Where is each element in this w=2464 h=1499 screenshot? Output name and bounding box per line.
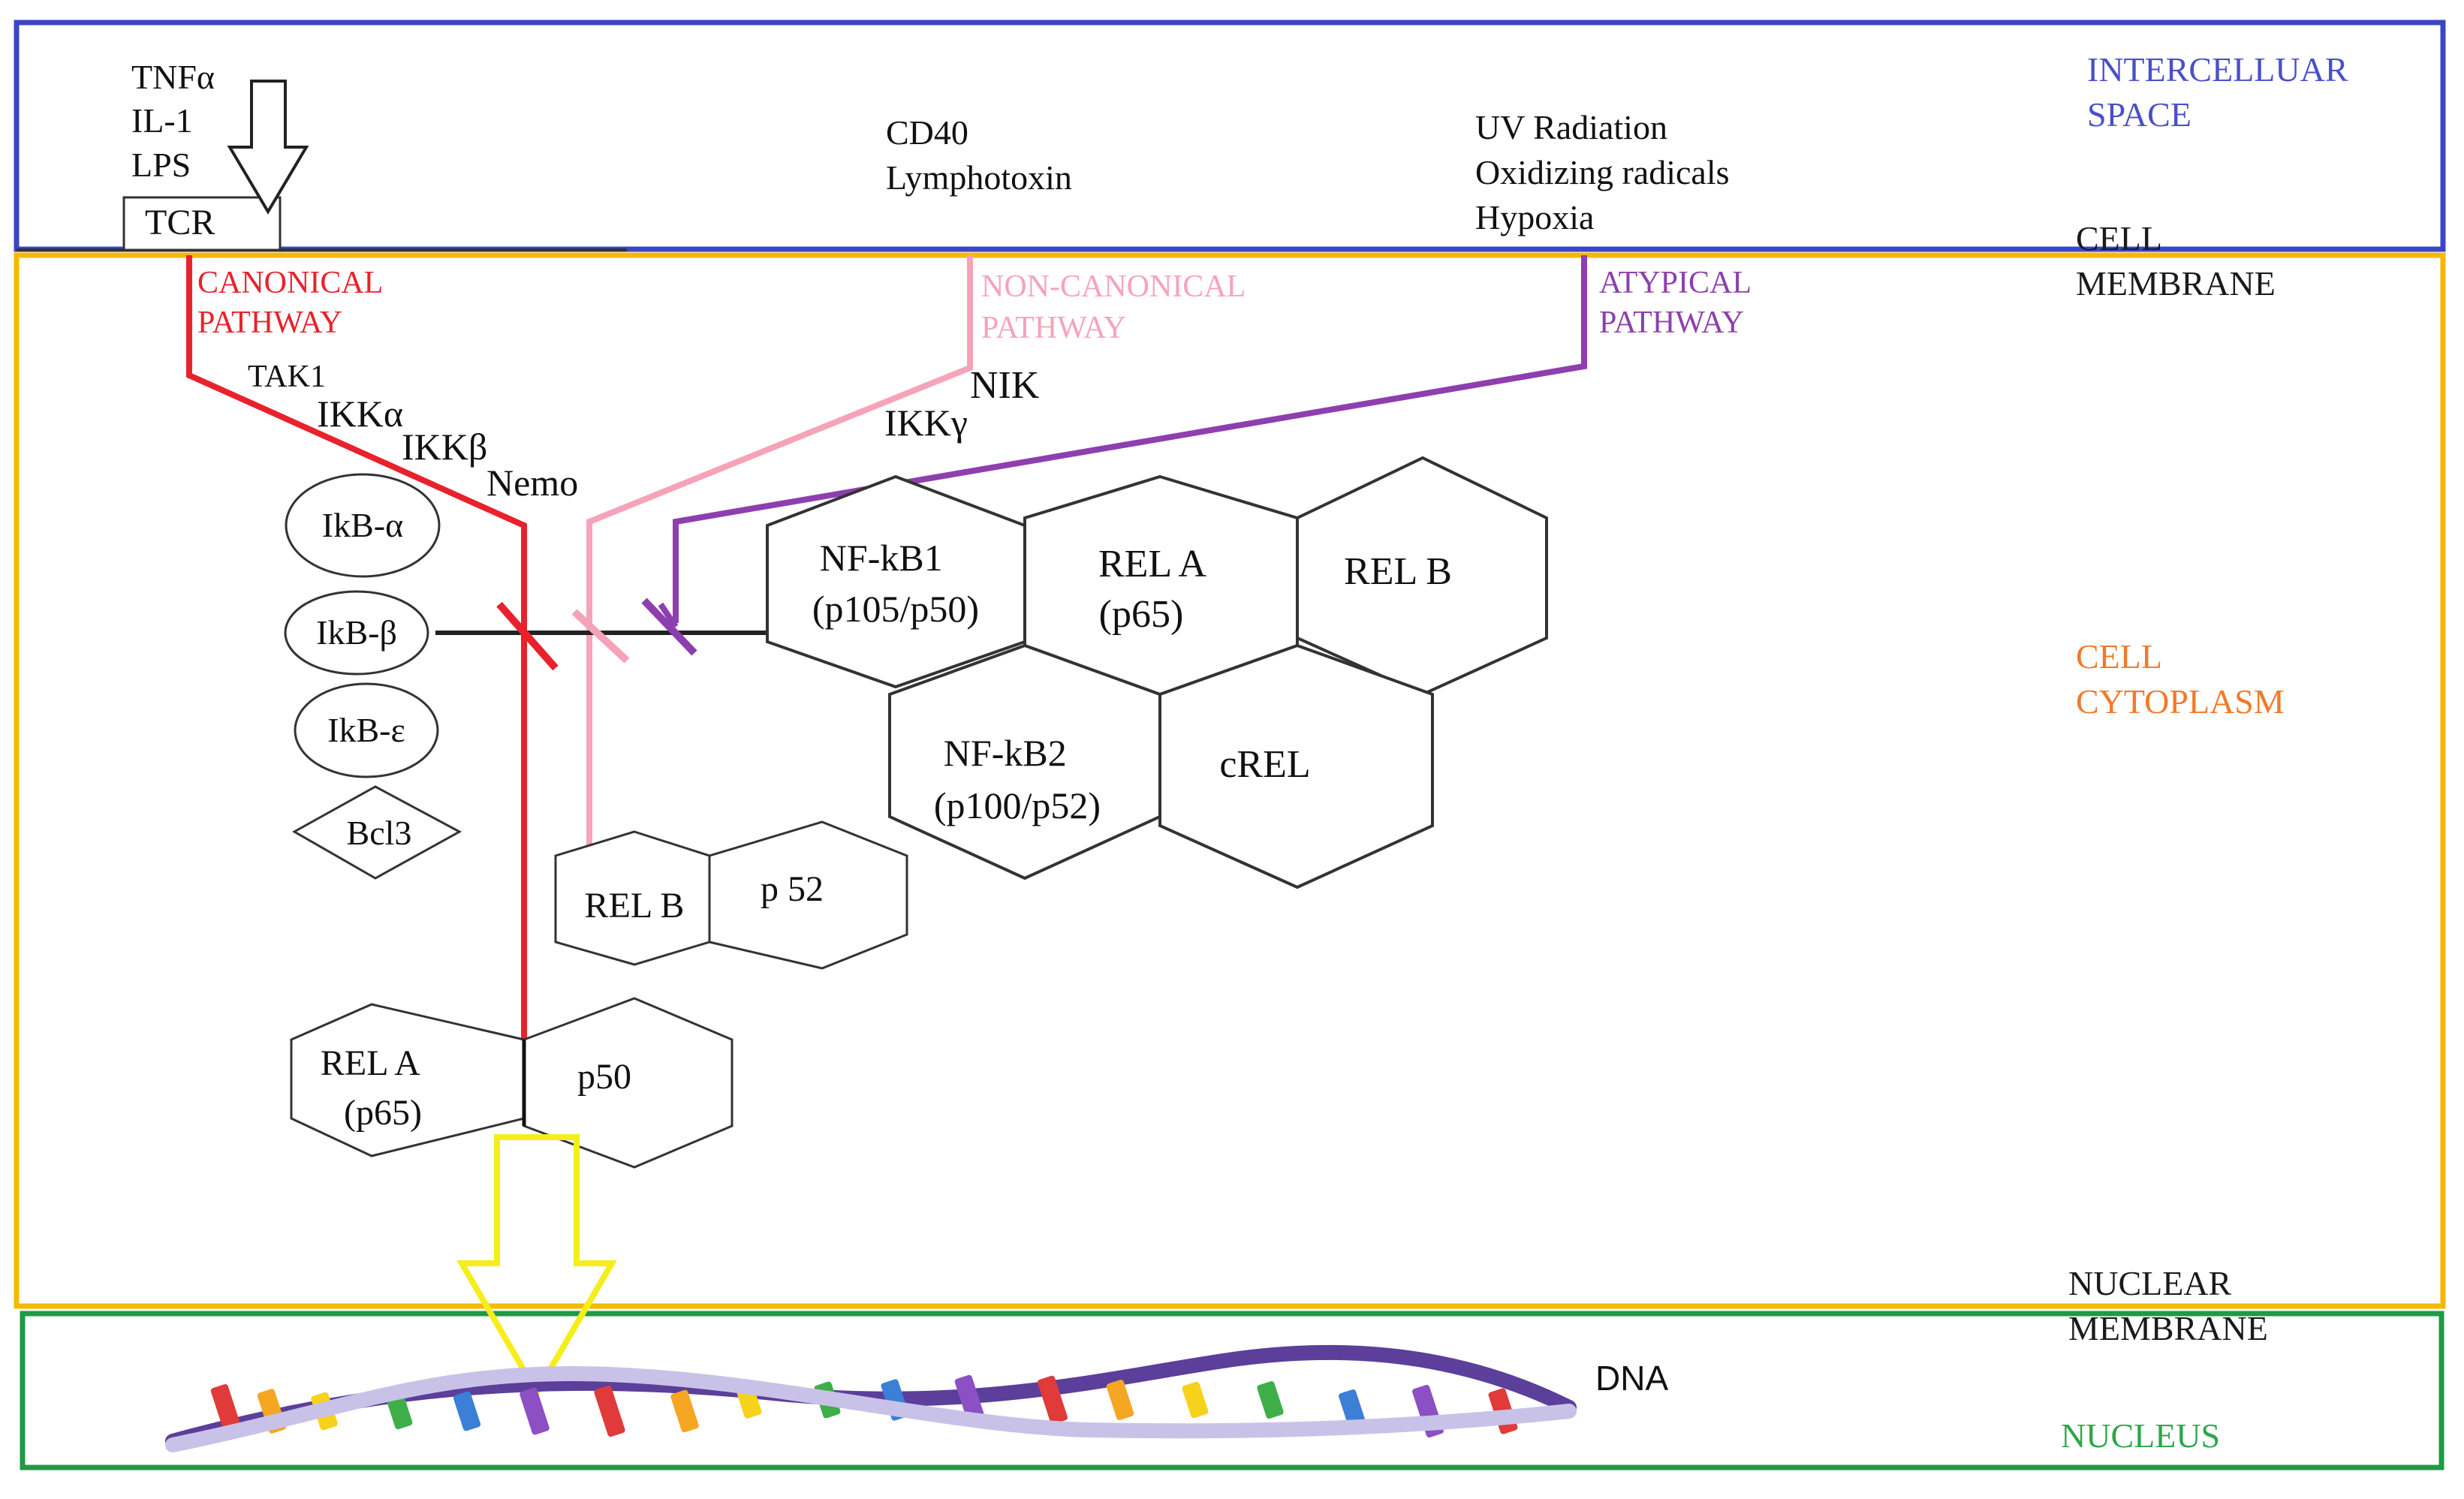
dimer-p52-hexagon: p 52 xyxy=(708,820,908,970)
nucleus-box xyxy=(20,1311,2444,1470)
dimer-p50-hexagon: p50 xyxy=(523,997,733,1169)
ikk-alpha-label: IKKα xyxy=(317,393,403,435)
atypical-pathway-line xyxy=(673,255,1587,623)
svg-text:NF-kB2 (p100/p52): NF-kB2 (p100/p52) xyxy=(934,732,1101,826)
nuclear-membrane-label: NUCLEAR MEMBRANE xyxy=(2068,1264,2268,1347)
cell-membrane-label: CELL MEMBRANE xyxy=(2076,219,2276,303)
nfkb2-hexagon: NF-kB2 (p100/p52) xyxy=(888,643,1161,880)
ikb-alpha-node: IkB-α xyxy=(285,473,441,578)
svg-text:IkB-ε: IkB-ε xyxy=(327,711,405,749)
dna-helix xyxy=(165,1344,1577,1452)
canonical-pathway-line xyxy=(186,255,527,1043)
stimulus-arrow-icon xyxy=(227,80,309,215)
nucleus-label: NUCLEUS xyxy=(2061,1416,2220,1455)
dna-base-pair xyxy=(954,1374,986,1425)
nemo-label: Nemo xyxy=(486,462,578,504)
dna-base-pair xyxy=(594,1385,625,1437)
atypical-arrowhead xyxy=(658,602,679,629)
svg-text:REL A (p65): REL A (p65) xyxy=(321,1043,427,1133)
nik-label: NIK xyxy=(970,364,1040,407)
canonical-inhibition-mark xyxy=(496,601,559,671)
dna-base-pair xyxy=(1182,1381,1209,1419)
nuclear-translocation-arrow-icon xyxy=(456,1134,617,1398)
tcr-receptor-box xyxy=(122,196,282,251)
dna-label: DNA xyxy=(1595,1359,1668,1398)
atypical-inhibition-mark xyxy=(641,597,697,656)
svg-text:p50: p50 xyxy=(577,1057,631,1097)
svg-text:REL B: REL B xyxy=(585,886,685,926)
svg-text:p 52: p 52 xyxy=(761,869,824,909)
dna-base-pair xyxy=(1038,1375,1068,1425)
ikb-beta-node: IkB-β xyxy=(284,590,429,676)
svg-text:cREL: cREL xyxy=(1219,743,1310,786)
noncanonical-pathway-label: NON-CANONICAL PATHWAY xyxy=(981,269,1252,345)
nfkb1-hexagon: NF-kB1 (p105/p50) xyxy=(766,474,1026,689)
atypical-pathway-label: ATYPICAL PATHWAY xyxy=(1599,266,1758,340)
noncanonical-pathway-line xyxy=(586,255,973,856)
tak1-label: TAK1 xyxy=(248,360,326,394)
noncanonical-stimuli-list: CD40 Lymphotoxin xyxy=(886,113,1072,197)
svg-text:NF-kB1 (p105/p50): NF-kB1 (p105/p50) xyxy=(812,537,979,630)
svg-text:IkB-β: IkB-β xyxy=(316,613,397,652)
dimer-relb-hexagon: REL B xyxy=(554,830,711,966)
ikk-gamma-label: IKKγ xyxy=(884,402,968,444)
dna-base-pair xyxy=(1106,1380,1134,1420)
noncanonical-inhibition-mark xyxy=(571,609,630,664)
crel-hexagon: cREL xyxy=(1158,643,1434,889)
atypical-stimuli-list: UV Radiation Oxidizing radicals Hypoxia xyxy=(1475,108,1738,236)
ikb-epsilon-node: IkB-ε xyxy=(294,682,439,778)
svg-text:REL B: REL B xyxy=(1344,550,1452,593)
svg-text:Bcl3: Bcl3 xyxy=(347,814,412,852)
intercellular-space-label: INTERCELLUAR SPACE xyxy=(2087,50,2357,134)
dna-base-pair xyxy=(520,1387,550,1435)
cytoplasm-box xyxy=(14,252,2446,1309)
dna-base-pair xyxy=(453,1391,481,1431)
bcl3-node: Bcl3 xyxy=(291,785,462,880)
ikk-beta-label: IKKβ xyxy=(402,426,487,468)
canonical-stimuli-list: TNFα IL-1 LPS xyxy=(131,58,224,184)
dna-base-pair xyxy=(1257,1381,1284,1419)
intercellular-space-box xyxy=(14,20,2446,252)
svg-text:IkB-α: IkB-α xyxy=(322,506,403,544)
tcr-receptor-label: TCR xyxy=(145,203,215,242)
dimer-rela-hexagon: REL A (p65) xyxy=(290,1003,526,1157)
dna-base-pair xyxy=(670,1389,699,1433)
cell-cytoplasm-label: CELL CYTOPLASM xyxy=(2076,637,2285,721)
svg-text:REL A (p65): REL A (p65) xyxy=(1098,543,1214,636)
canonical-pathway-label: CANONICAL PATHWAY xyxy=(197,266,390,340)
dna-base-pair xyxy=(386,1392,413,1430)
